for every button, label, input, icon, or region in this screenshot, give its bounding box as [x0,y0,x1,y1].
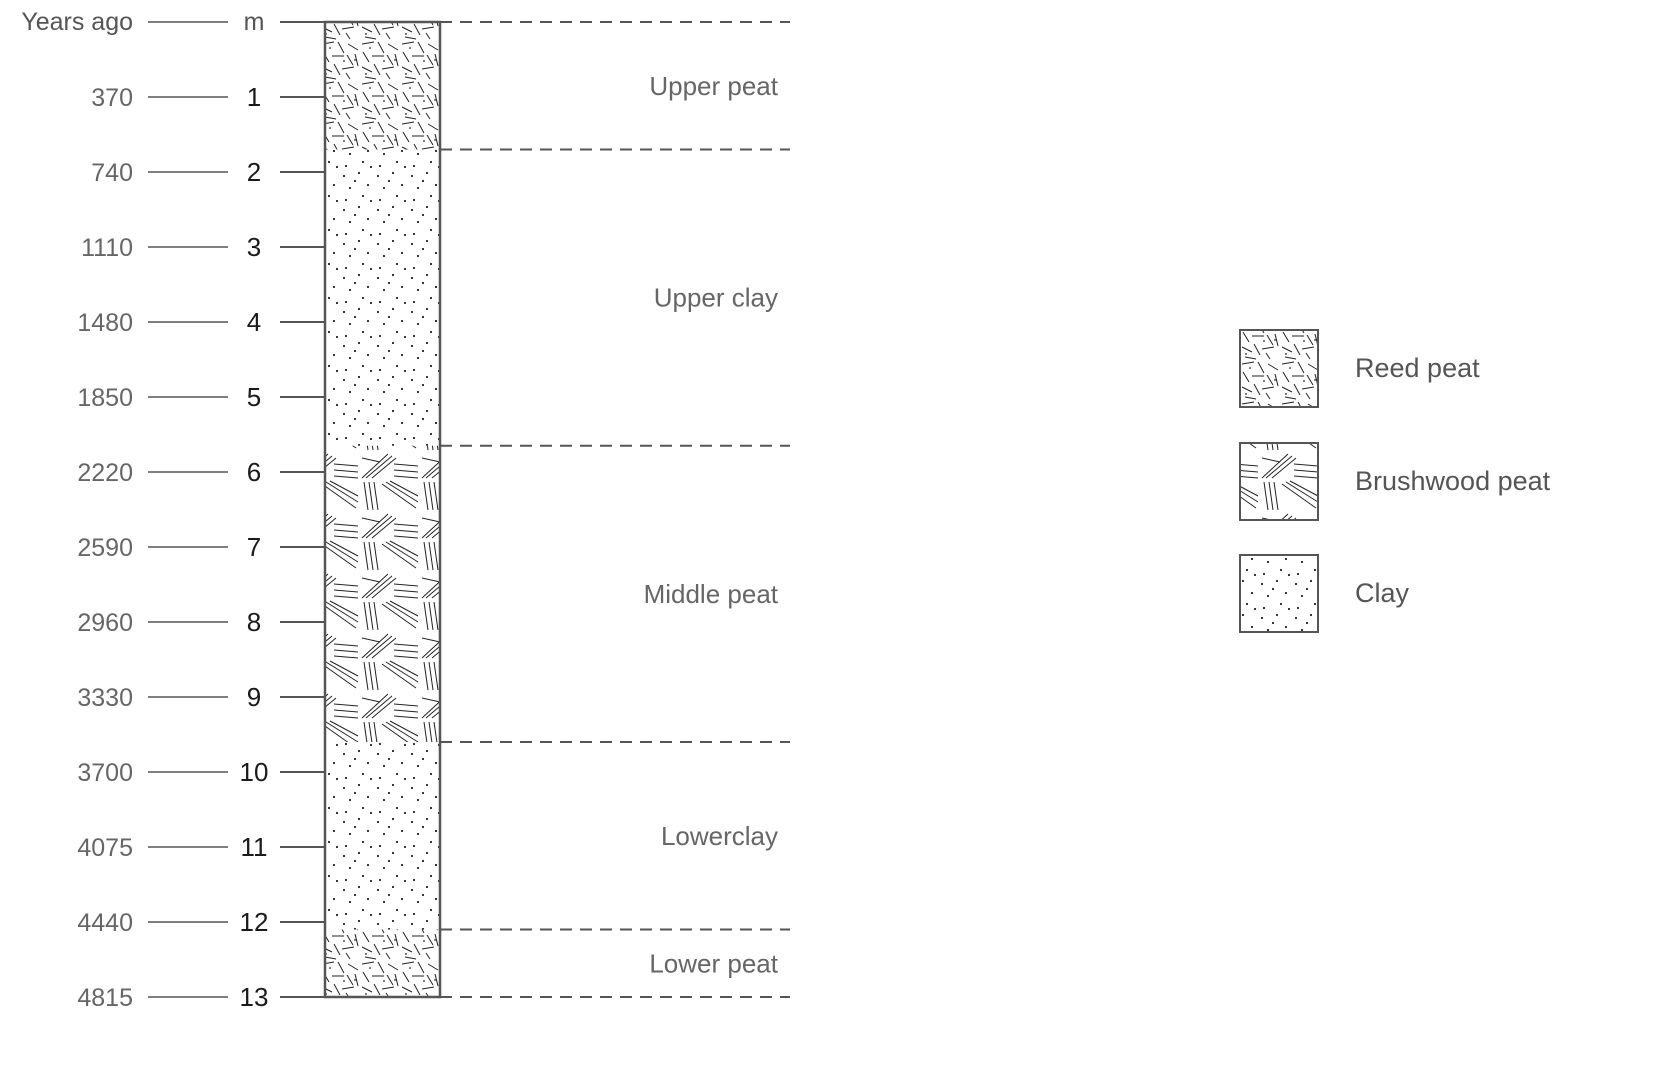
years-label: 3700 [77,759,133,787]
years-label: 2960 [77,609,133,637]
legend-label: Brushwood peat [1355,466,1551,496]
years-label: 4815 [77,984,133,1012]
depth-label: 4 [247,307,261,337]
depth-label: 12 [240,907,269,937]
depth-label: 6 [247,457,261,487]
core-outline [323,20,442,999]
core-segment-clay [325,742,440,930]
layer-boundaries [440,21,790,998]
core-segment-reed [325,929,440,997]
years-label: 740 [91,159,133,187]
legend-label: Reed peat [1355,353,1480,383]
layer-label: Upper clay [654,283,778,313]
layer-label: Lower peat [649,948,778,978]
core-segment-reed [325,22,440,150]
years-label: 4440 [77,909,133,937]
years-label: 2220 [77,459,133,487]
years-label: 2590 [77,534,133,562]
legend-swatch-reed [1239,329,1319,408]
legend-swatch-clay [1239,554,1319,633]
layer-label: Upper peat [649,71,778,101]
core-column [323,20,442,999]
layer-label: Lowerclay [661,821,778,851]
layer-label: Middle peat [644,579,779,609]
years-label: 4075 [77,834,133,862]
core-segment-clay [325,149,440,446]
legend-swatch-brush [1239,442,1319,521]
years-label: 1110 [81,234,133,262]
depth-label: 5 [247,382,261,412]
depth-unit-header: m [244,8,265,36]
depth-label: 3 [247,232,261,262]
depth-label: 7 [247,532,261,562]
years-label: 370 [91,84,133,112]
depth-label: 11 [241,832,268,862]
core-segment-brush [325,445,440,742]
depth-label: 2 [247,157,261,187]
years-ago-header: Years ago [21,8,133,36]
depth-label: 8 [247,607,261,637]
depth-label: 13 [240,982,269,1012]
legend-label: Clay [1355,578,1410,608]
years-label: 1480 [77,309,133,337]
years-label: 1850 [77,384,133,412]
depth-label: 10 [240,757,269,787]
depth-label: 1 [247,82,261,112]
years-label: 3330 [77,684,133,712]
depth-label: 9 [247,682,261,712]
